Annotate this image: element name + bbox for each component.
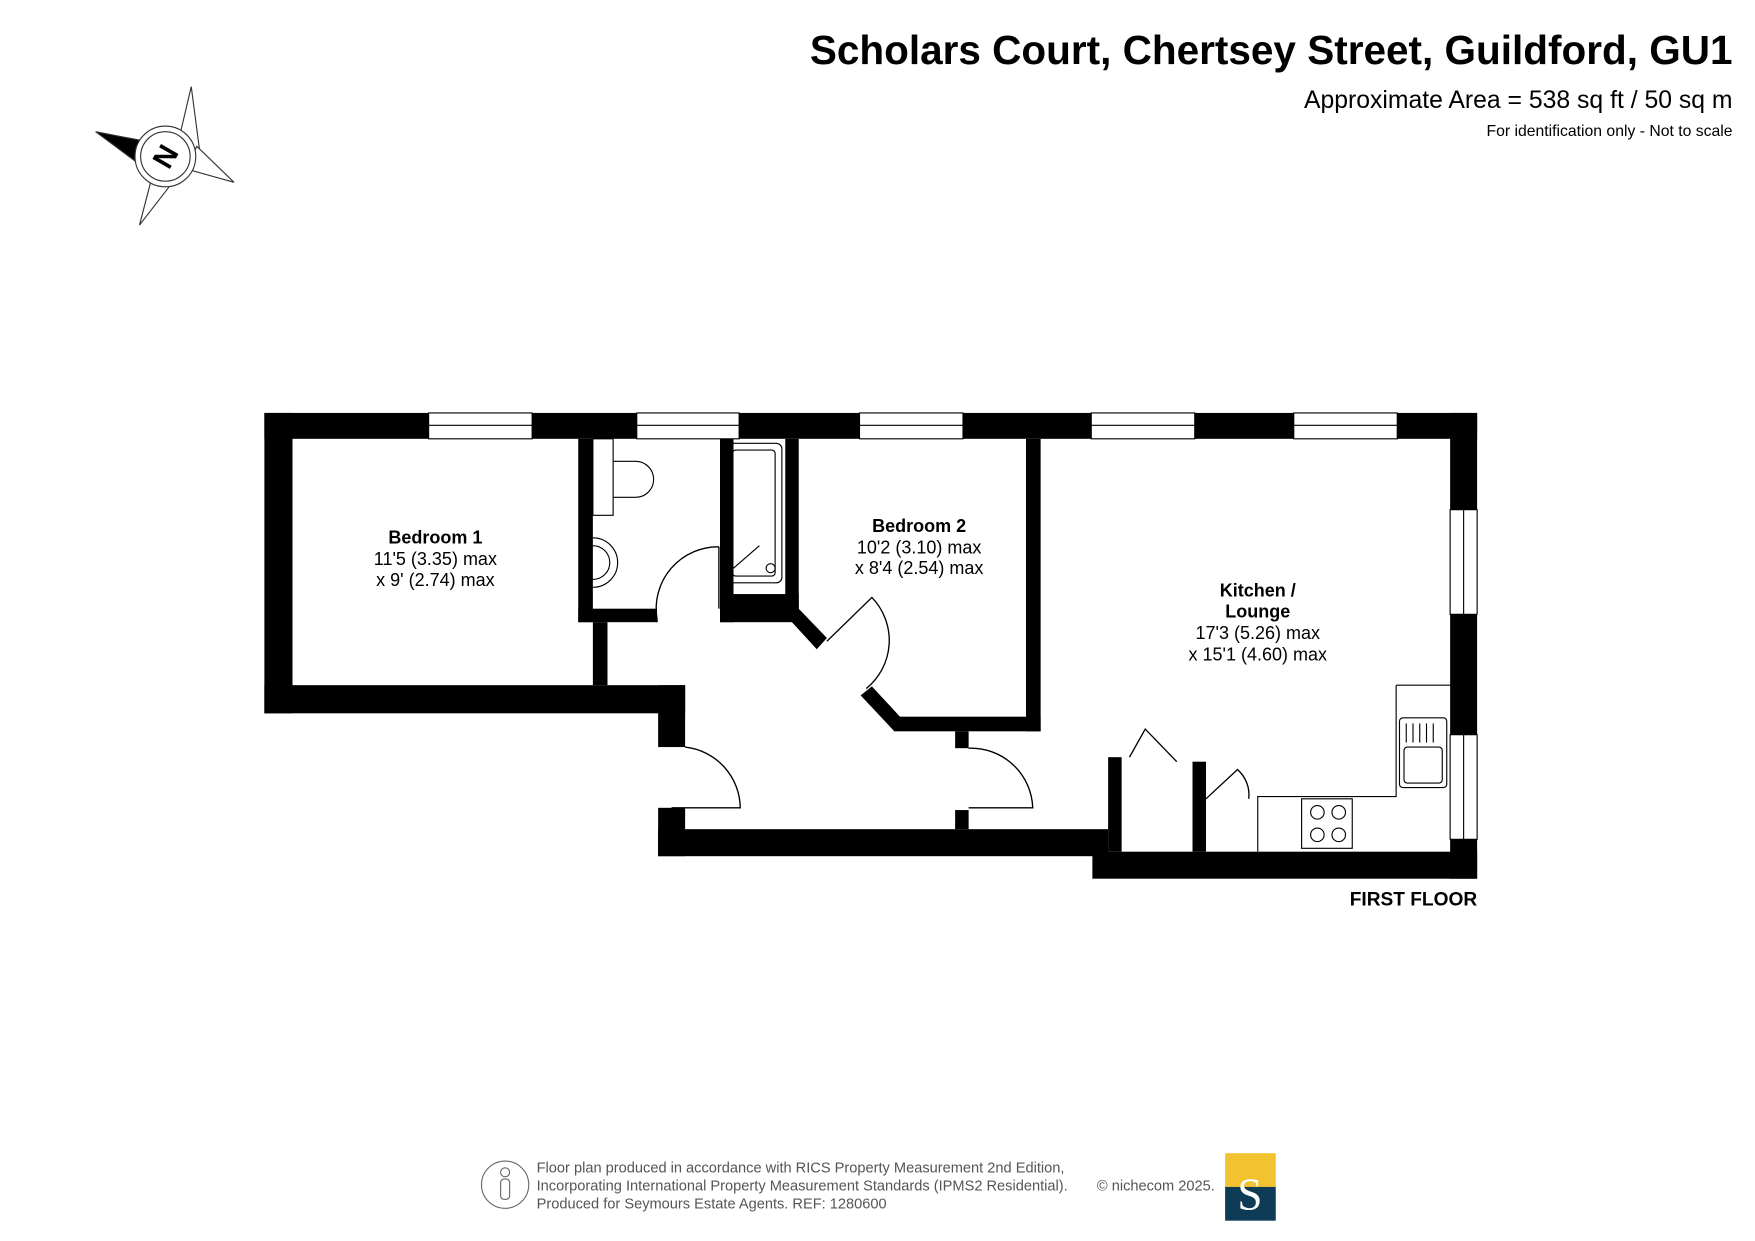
approximate-area: Approximate Area = 538 sq ft / 50 sq m	[1304, 87, 1733, 114]
footer-line3: Produced for Seymours Estate Agents. REF…	[537, 1196, 887, 1212]
bedroom1-name: Bedroom 1	[388, 527, 482, 547]
hob-icon	[1301, 798, 1353, 849]
toilet-icon	[613, 460, 655, 498]
seymours-logo: S	[1225, 1153, 1276, 1221]
bedroom1-dim1: 11'5 (3.35) max	[374, 549, 497, 569]
fixtures	[592, 438, 1451, 852]
floor-label: FIRST FLOOR	[1350, 890, 1478, 911]
bedroom2-dim2: x 8'4 (2.54) max	[855, 558, 984, 578]
logo-letter: S	[1237, 1169, 1262, 1219]
bath-icon	[725, 442, 783, 584]
sink-icon	[1398, 717, 1448, 789]
bedroom1-dim2: x 9' (2.74) max	[376, 570, 494, 590]
basin-icon	[592, 537, 619, 588]
kitchen-dim1: 17'3 (5.26) max	[1196, 623, 1320, 643]
kitchen-name-line2: Lounge	[1225, 602, 1290, 622]
kitchen-dim2: x 15'1 (4.60) max	[1189, 644, 1328, 664]
person-icon	[480, 1160, 530, 1209]
compass-icon: N	[95, 86, 235, 226]
kitchen-name-line1: Kitchen /	[1220, 580, 1296, 600]
bedroom2-dim1: 10'2 (3.10) max	[857, 538, 982, 558]
property-title: Scholars Court, Chertsey Street, Guildfo…	[810, 27, 1733, 73]
windows	[428, 412, 1478, 840]
footer-line2: Incorporating International Property Mea…	[537, 1178, 1068, 1194]
scale-note: For identification only - Not to scale	[1487, 123, 1733, 140]
cistern-icon	[592, 438, 614, 516]
bedroom2-name: Bedroom 2	[872, 516, 966, 536]
copyright: © nichecom 2025.	[1097, 1178, 1215, 1194]
doors	[655, 546, 1250, 809]
footer-line1: Floor plan produced in accordance with R…	[537, 1160, 1065, 1176]
